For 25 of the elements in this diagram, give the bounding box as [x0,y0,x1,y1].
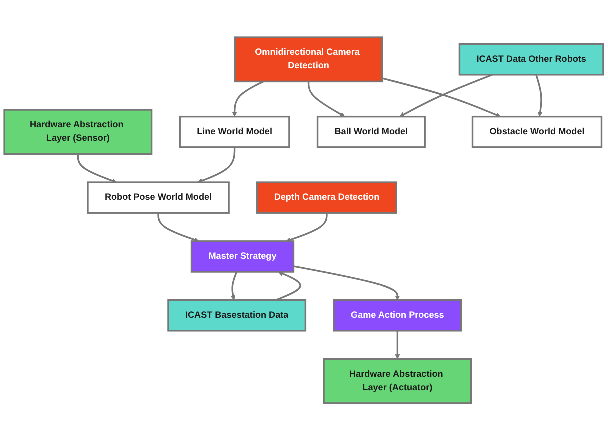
node-box: Robot Pose World Model [87,182,230,214]
node-box: Hardware Abstraction Layer (Sensor) [4,109,153,156]
node-box: Hardware Abstraction Layer (Actuator) [323,358,472,404]
arrow [536,74,543,118]
node-box: Depth Camera Detection [256,182,398,214]
arrow [198,147,236,184]
arrow [77,154,118,184]
arrow [308,82,346,118]
node-box: ICAST Data Other Robots [458,44,604,76]
arrow [400,74,493,118]
arrow [294,266,400,301]
node-box: ICAST Basestation Data [168,300,307,332]
arrow [382,78,501,118]
node-box: Ball World Model [316,116,426,148]
node-box: Game Action Process [333,300,462,332]
node-box: Master Strategy [190,240,295,273]
arrow [232,80,264,118]
node-box: Omnidirectional Camera Detection [234,36,384,83]
node-box: Line World Model [179,116,290,148]
arrow [158,213,200,242]
arrow [395,330,400,360]
node-box: Obstacle World Model [472,116,603,148]
arrow [286,213,328,242]
arrow [276,272,302,302]
arrow [230,272,238,301]
